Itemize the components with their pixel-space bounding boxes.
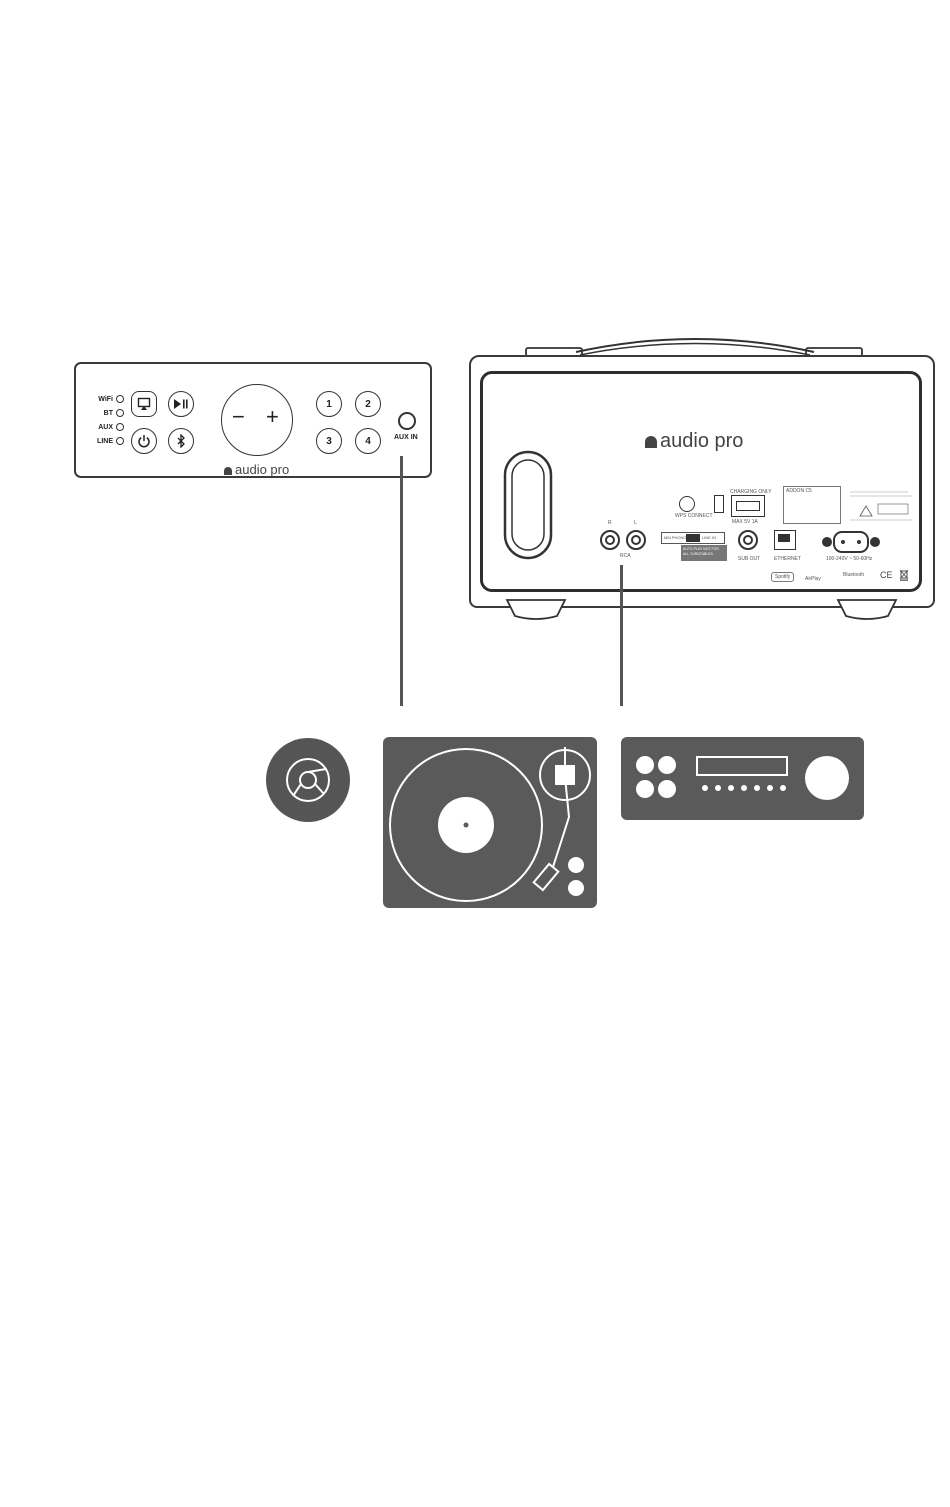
rca-cable [620,565,623,706]
led-bt: BT [84,409,124,417]
speaker-foot-left-icon [505,598,567,622]
preset-label: 1 [326,399,332,410]
panel-brand-text: audio pro [235,462,289,477]
receiver-device [621,737,864,820]
wps-button-icon [679,496,695,512]
brand-mark-icon [645,436,657,448]
speaker-rear-panel: audio pro WPS CONNECT CHARGING ONLY MAX … [480,371,922,592]
rating-label: ADDON C5 [783,486,841,524]
volume-dial: − + [221,384,293,456]
rear-brand-text: audio pro [660,430,743,452]
spotify-badge: Spotify [771,572,794,582]
volume-minus: − [232,405,245,429]
warning-label [848,486,918,524]
led-line: LINE [84,437,124,445]
aux-cable [400,456,403,706]
preset-label: 4 [365,436,371,447]
led-indicator-icon [116,437,124,445]
rca-l-label: L [634,520,637,526]
rca-label: RCA [620,553,631,559]
power-icon [137,434,151,448]
rca-left-jack-icon [626,530,646,550]
aux-in-jack-icon [398,412,416,430]
ethernet-port-icon [774,530,796,550]
led-indicator-icon [116,395,124,403]
bass-port-icon [503,450,553,560]
bluetooth-badge: Bluetooth [843,572,864,578]
led-label: BT [104,410,113,417]
aux-in-label: AUX IN [394,434,418,441]
toggle-switch-icon [714,495,724,513]
rca-r-label: R [608,520,612,526]
power-inlet-icon [820,530,882,554]
turntable-icon [383,737,597,908]
bluetooth-button [168,428,194,454]
phono-line-switch: MM PHONO LINE IN [661,532,725,544]
bluetooth-icon [176,434,186,448]
chromecast-icon [266,738,350,822]
brand-mark-icon [224,467,232,475]
sub-out-label: SUB OUT [738,556,760,562]
warning-triangle-icon [848,486,918,524]
led-label: AUX [98,424,113,431]
model-text: ADDON C5 [786,488,812,494]
preset-button-3: 3 [316,428,342,454]
led-indicator-icon [116,423,124,431]
rca-right-jack-icon [600,530,620,550]
preset-button-4: 4 [355,428,381,454]
led-wifi: WiFi [84,395,124,403]
led-aux: AUX [84,423,124,431]
power-button [131,428,157,454]
airplay-icon [137,397,151,411]
sub-out-jack-icon [738,530,758,550]
receiver-icon [621,737,864,820]
turntable-device [383,737,597,908]
ce-mark: CE [880,570,893,580]
led-indicator-icon [116,409,124,417]
control-panel: WiFi BT AUX LINE − + 1 2 3 4 audio pro A… [74,362,432,478]
weee-bin-icon [899,569,909,581]
wps-label: WPS CONNECT [675,513,713,519]
preset-label: 3 [326,436,332,447]
led-label: LINE [97,438,113,445]
preset-button-1: 1 [316,391,342,417]
panel-brand-logo: audio pro [224,462,289,477]
switch-note: AUTO PLAY NOT FOR ALL TURNTABLES [681,545,727,561]
usb-label: MAX 5V 1A [732,519,758,525]
usb-port-icon [731,495,765,517]
power-label: 100-240V ~ 50-60Hz [826,556,872,562]
rear-brand-logo: audio pro [645,430,743,453]
chromecast-device [266,738,350,822]
switch-left-label: MM PHONO [664,535,686,540]
play-pause-button [168,391,194,417]
speaker-foot-right-icon [836,598,898,622]
volume-plus: + [266,405,279,429]
preset-label: 2 [365,399,371,410]
preset-button-2: 2 [355,391,381,417]
led-label: WiFi [98,396,113,403]
switch-right-label: LINE IN [702,535,716,540]
airplay-badge: AirPlay [805,576,821,582]
ethernet-label: ETHERNET [774,556,801,562]
play-pause-icon [173,398,189,410]
airplay-button [131,391,157,417]
